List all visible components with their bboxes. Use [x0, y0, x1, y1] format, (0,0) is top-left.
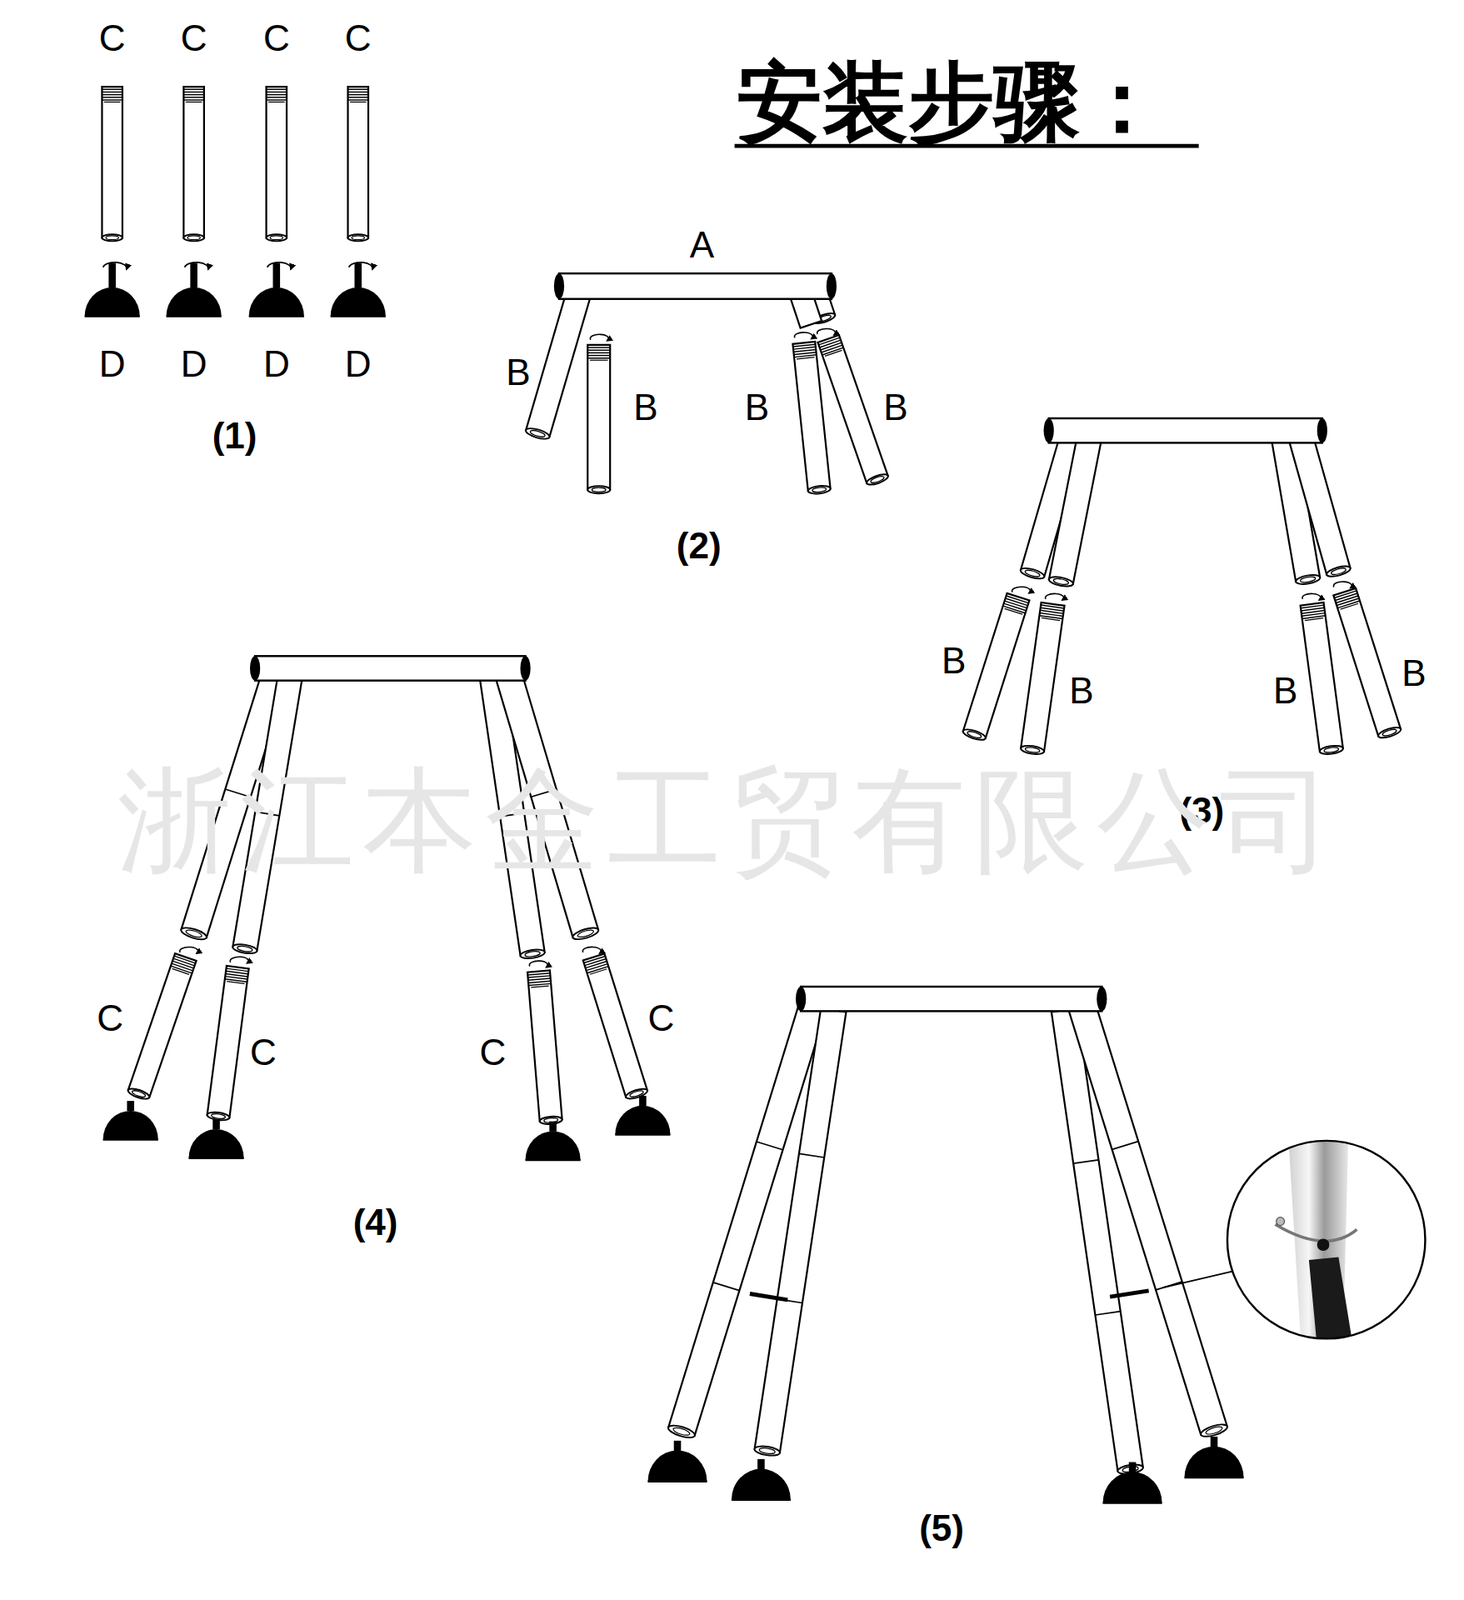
rotate-arrow — [184, 262, 209, 270]
tube — [126, 953, 196, 1101]
rubber-foot — [103, 1100, 159, 1140]
part-label: A — [689, 226, 715, 264]
rotate-arrow — [349, 262, 373, 270]
part-label: C — [647, 999, 675, 1037]
tube — [266, 86, 287, 241]
rotate-arrow — [1045, 593, 1065, 600]
tube — [1288, 429, 1352, 579]
part-label: C — [180, 19, 208, 57]
tube — [587, 344, 610, 494]
step-number: (4) — [353, 1204, 399, 1241]
tube — [527, 970, 563, 1125]
part-label: B — [1401, 654, 1426, 692]
part-label: C — [263, 19, 290, 57]
rubber-foot — [525, 1121, 581, 1161]
part-label: B — [744, 389, 770, 427]
part-label: B — [633, 389, 658, 427]
rotate-arrow — [229, 956, 249, 964]
part-label: C — [344, 19, 372, 57]
rubber-foot — [166, 263, 222, 317]
rubber-foot — [249, 263, 305, 317]
rotate-arrow — [1302, 593, 1321, 600]
rubber-foot — [84, 263, 140, 317]
part-label: D — [263, 345, 290, 383]
tube — [754, 1008, 847, 1458]
tube — [348, 86, 369, 241]
part-label: C — [99, 19, 126, 57]
step-number: (1) — [212, 417, 258, 455]
top-bar — [1044, 418, 1328, 443]
tube — [1333, 588, 1402, 740]
rubber-foot — [731, 1459, 791, 1500]
part-label: B — [505, 354, 530, 391]
rubber-foot — [614, 1095, 670, 1135]
part-label: D — [344, 345, 372, 383]
tube — [1019, 602, 1065, 756]
rotate-arrow — [589, 334, 609, 341]
part-label: C — [249, 1034, 277, 1072]
top-bar — [249, 655, 531, 680]
rotate-arrow — [179, 946, 199, 954]
part-label: C — [96, 999, 124, 1037]
tube — [817, 334, 890, 487]
tube — [961, 593, 1030, 742]
rubber-foot — [330, 263, 386, 317]
tube — [583, 953, 649, 1100]
step-number: (5) — [919, 1509, 965, 1547]
watermark: 浙江本金工贸有限公司 — [117, 764, 1342, 879]
page-title: 安装步骤： — [736, 59, 1165, 145]
rubber-foot — [189, 1119, 245, 1159]
tube — [1300, 602, 1345, 755]
part-label: D — [99, 345, 126, 383]
tube — [524, 287, 592, 441]
rubber-foot — [1103, 1462, 1163, 1504]
leader-line — [1163, 1271, 1233, 1289]
rotate-arrow — [267, 262, 291, 270]
tube — [1068, 1000, 1229, 1440]
rotate-arrow — [817, 328, 836, 335]
part-label: B — [1069, 672, 1094, 710]
rotate-arrow — [1012, 586, 1031, 594]
rotate-arrow — [582, 946, 601, 954]
part-label: B — [941, 642, 966, 680]
rubber-foot — [1184, 1436, 1245, 1478]
rotate-arrow — [794, 332, 813, 340]
tube — [183, 86, 204, 241]
part-label: B — [1273, 672, 1298, 710]
tube — [1048, 434, 1102, 588]
rubber-foot — [647, 1440, 707, 1482]
part-label: B — [883, 389, 908, 427]
detail-magnifier — [1227, 1122, 1426, 1358]
tube — [206, 965, 250, 1122]
part-label: D — [180, 345, 208, 383]
rotate-arrow — [529, 960, 548, 968]
strap-mark — [1109, 1290, 1150, 1297]
rotate-arrow — [103, 262, 127, 270]
tube — [101, 86, 122, 241]
part-label: C — [479, 1034, 506, 1072]
step-number: (2) — [676, 527, 722, 565]
top-bar — [795, 986, 1107, 1011]
strap-mark — [749, 1294, 788, 1300]
top-bar — [554, 273, 837, 300]
rotate-arrow — [1333, 581, 1352, 589]
